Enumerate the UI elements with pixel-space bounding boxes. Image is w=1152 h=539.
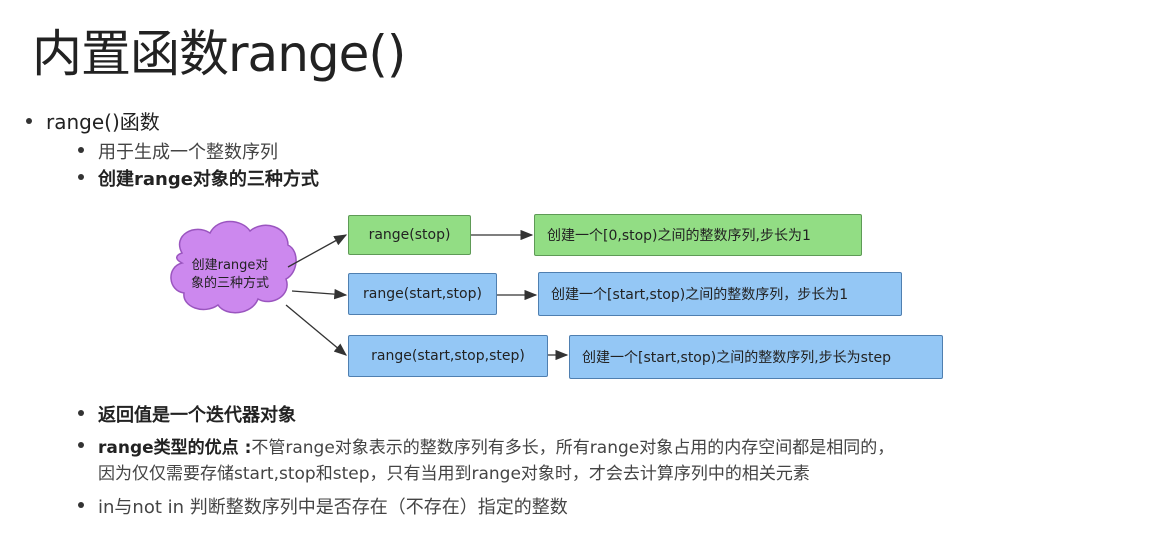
range-stop-desc-box: 创建一个[0,stop)之间的整数序列,步长为1 [534, 214, 862, 256]
sub-bullet-three-ways: 创建range对象的三种方式 [78, 165, 319, 191]
range-stop-box: range(stop) [348, 215, 471, 255]
bullet-dot [78, 442, 84, 448]
bullet-dot [78, 147, 84, 153]
advantage-label: range类型的优点 : [98, 438, 252, 458]
range-start-stop-step-box: range(start,stop,step) [348, 335, 548, 377]
bullet-dot [78, 502, 84, 508]
advantage-text-line2: 因为仅仅需要存储start,stop和step，只有当用到range对象时，才会… [98, 464, 810, 484]
sub-bullet-purpose: 用于生成一个整数序列 [78, 138, 278, 164]
range-start-stop-step-desc-box: 创建一个[start,stop)之间的整数序列,步长为step [569, 335, 943, 379]
arrow-to-stop [287, 234, 348, 268]
bullet-dot [78, 174, 84, 180]
bullet-dot [26, 117, 32, 124]
cloud-shape [170, 220, 297, 314]
sub-bullet-advantage: range类型的优点 :不管range对象表示的整数序列有多长，所有range对… [78, 433, 894, 458]
cloud-label-line1: 创建range对 [191, 258, 269, 273]
bullet-text: range()函数 [46, 110, 160, 134]
bullet-range-function: range()函数 [26, 106, 160, 135]
page-title: 内置函数range() [32, 25, 406, 83]
arrow-to-start-stop-step [285, 304, 347, 356]
bullet-text: 创建range对象的三种方式 [98, 169, 319, 190]
bullet-text: 返回值是一个迭代器对象 [98, 405, 296, 426]
range-start-stop-desc-box: 创建一个[start,stop)之间的整数序列，步长为1 [538, 272, 902, 316]
cloud-label: 创建range对 象的三种方式 [174, 257, 286, 293]
bullet-text: in与not in 判断整数序列中是否存在（不存在）指定的整数 [98, 497, 568, 518]
sub-bullet-in-not-in: in与not in 判断整数序列中是否存在（不存在）指定的整数 [78, 493, 568, 519]
bullet-text: 用于生成一个整数序列 [98, 142, 278, 163]
cloud-label-line2: 象的三种方式 [190, 276, 269, 291]
range-diagram: 创建range对 象的三种方式 range(stop) 创建一个[0,stop)… [160, 205, 955, 390]
range-start-stop-box: range(start,stop) [348, 273, 497, 315]
advantage-text: 不管range对象表示的整数序列有多长，所有range对象占用的内存空间都是相同… [251, 438, 895, 458]
diagram-connectors [170, 220, 569, 361]
sub-bullet-return-value: 返回值是一个迭代器对象 [78, 401, 296, 427]
arrow-to-start-stop [291, 288, 348, 300]
bullet-dot [78, 410, 84, 416]
